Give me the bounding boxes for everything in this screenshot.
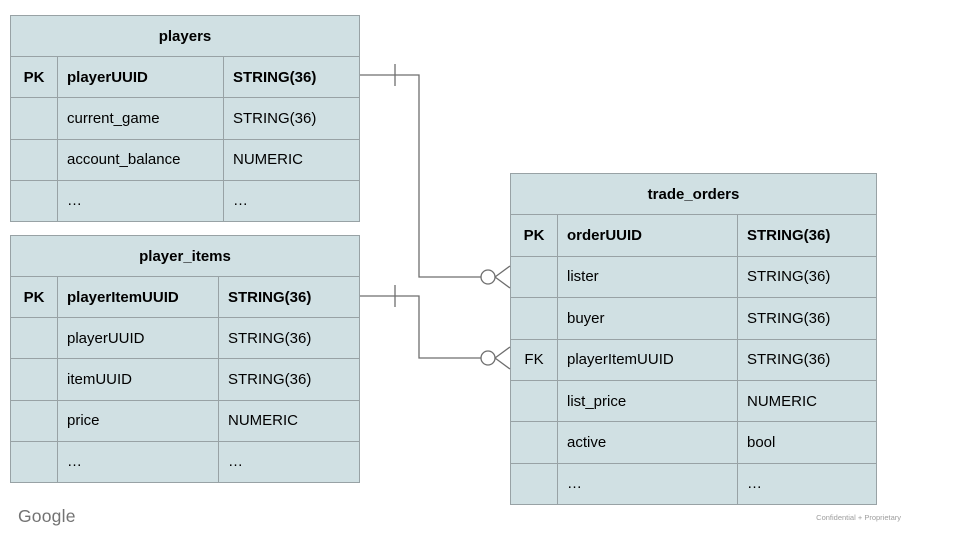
table-row: PK orderUUID STRING(36) [510,214,877,257]
key-cell [10,399,58,442]
table-row: account_balance NUMERIC [10,138,360,181]
field-name: playerItemUUID [557,338,738,381]
field-name: playerUUID [57,56,224,99]
table-title-trade-orders: trade_orders [510,172,877,216]
field-type: STRING(36) [223,97,360,140]
google-logo: Google [18,506,76,526]
field-type: bool [737,421,877,464]
table-row: playerUUID STRING(36) [10,317,360,360]
key-cell [10,440,58,484]
key-cell [10,317,58,360]
field-name: playerUUID [57,317,219,360]
field-type: NUMERIC [218,399,360,442]
table-row: current_game STRING(36) [10,97,360,140]
cardinality-zero-circle [480,269,496,285]
table-title-players: players [10,14,360,58]
connector-line [360,295,481,359]
field-name: lister [557,255,738,299]
table-row: PK playerUUID STRING(36) [10,56,360,99]
key-cell: PK [10,276,58,319]
field-name: account_balance [57,138,224,181]
field-name: … [57,440,219,484]
key-cell [510,255,558,299]
field-type: STRING(36) [737,255,877,299]
key-cell [10,97,58,140]
table-row: price NUMERIC [10,399,360,442]
crow-foot-icon [494,346,511,370]
field-type: … [218,440,360,484]
table-row: PK playerItemUUID STRING(36) [10,276,360,319]
key-cell: FK [510,338,558,381]
key-cell [10,358,58,401]
field-type: NUMERIC [223,138,360,181]
field-type: STRING(36) [218,317,360,360]
key-cell [10,138,58,181]
field-type: STRING(36) [223,56,360,99]
field-type: … [223,179,360,223]
field-type: NUMERIC [737,379,877,423]
table-row: FK playerItemUUID STRING(36) [510,338,877,381]
field-name: buyer [557,297,738,340]
key-cell: PK [510,214,558,257]
table-header-row: players [10,14,360,58]
relationship-players-to-trade-orders [360,64,511,289]
key-cell [510,462,558,506]
key-cell [510,297,558,340]
field-name: price [57,399,219,442]
table-player-items: player_items PK playerItemUUID STRING(36… [10,234,360,484]
key-cell: PK [10,56,58,99]
field-name: current_game [57,97,224,140]
field-name: itemUUID [57,358,219,401]
table-title-player-items: player_items [10,234,360,278]
confidentiality-note: Confidential + Proprietary [816,513,901,522]
table-trade-orders: trade_orders PK orderUUID STRING(36) lis… [510,172,877,506]
table-row: … … [10,440,360,484]
field-type: STRING(36) [737,338,877,381]
field-name: … [57,179,224,223]
crow-foot-icon [494,265,511,289]
table-row: active bool [510,421,877,464]
table-players: players PK playerUUID STRING(36) current… [10,14,360,223]
table-row: … … [10,179,360,223]
table-row: itemUUID STRING(36) [10,358,360,401]
table-row: list_price NUMERIC [510,379,877,423]
key-cell [510,379,558,423]
field-type: … [737,462,877,506]
field-type: STRING(36) [737,214,877,257]
field-type: STRING(36) [737,297,877,340]
table-row: buyer STRING(36) [510,297,877,340]
table-row: … … [510,462,877,506]
field-name: playerItemUUID [57,276,219,319]
connector-line [360,74,481,278]
key-cell [10,179,58,223]
field-name: list_price [557,379,738,423]
cardinality-zero-circle [480,350,496,366]
relationship-player-items-to-trade-orders [360,285,511,370]
field-name: active [557,421,738,464]
table-header-row: trade_orders [510,172,877,216]
field-name: … [557,462,738,506]
field-name: orderUUID [557,214,738,257]
field-type: STRING(36) [218,358,360,401]
key-cell [510,421,558,464]
table-header-row: player_items [10,234,360,278]
table-row: lister STRING(36) [510,255,877,299]
field-type: STRING(36) [218,276,360,319]
